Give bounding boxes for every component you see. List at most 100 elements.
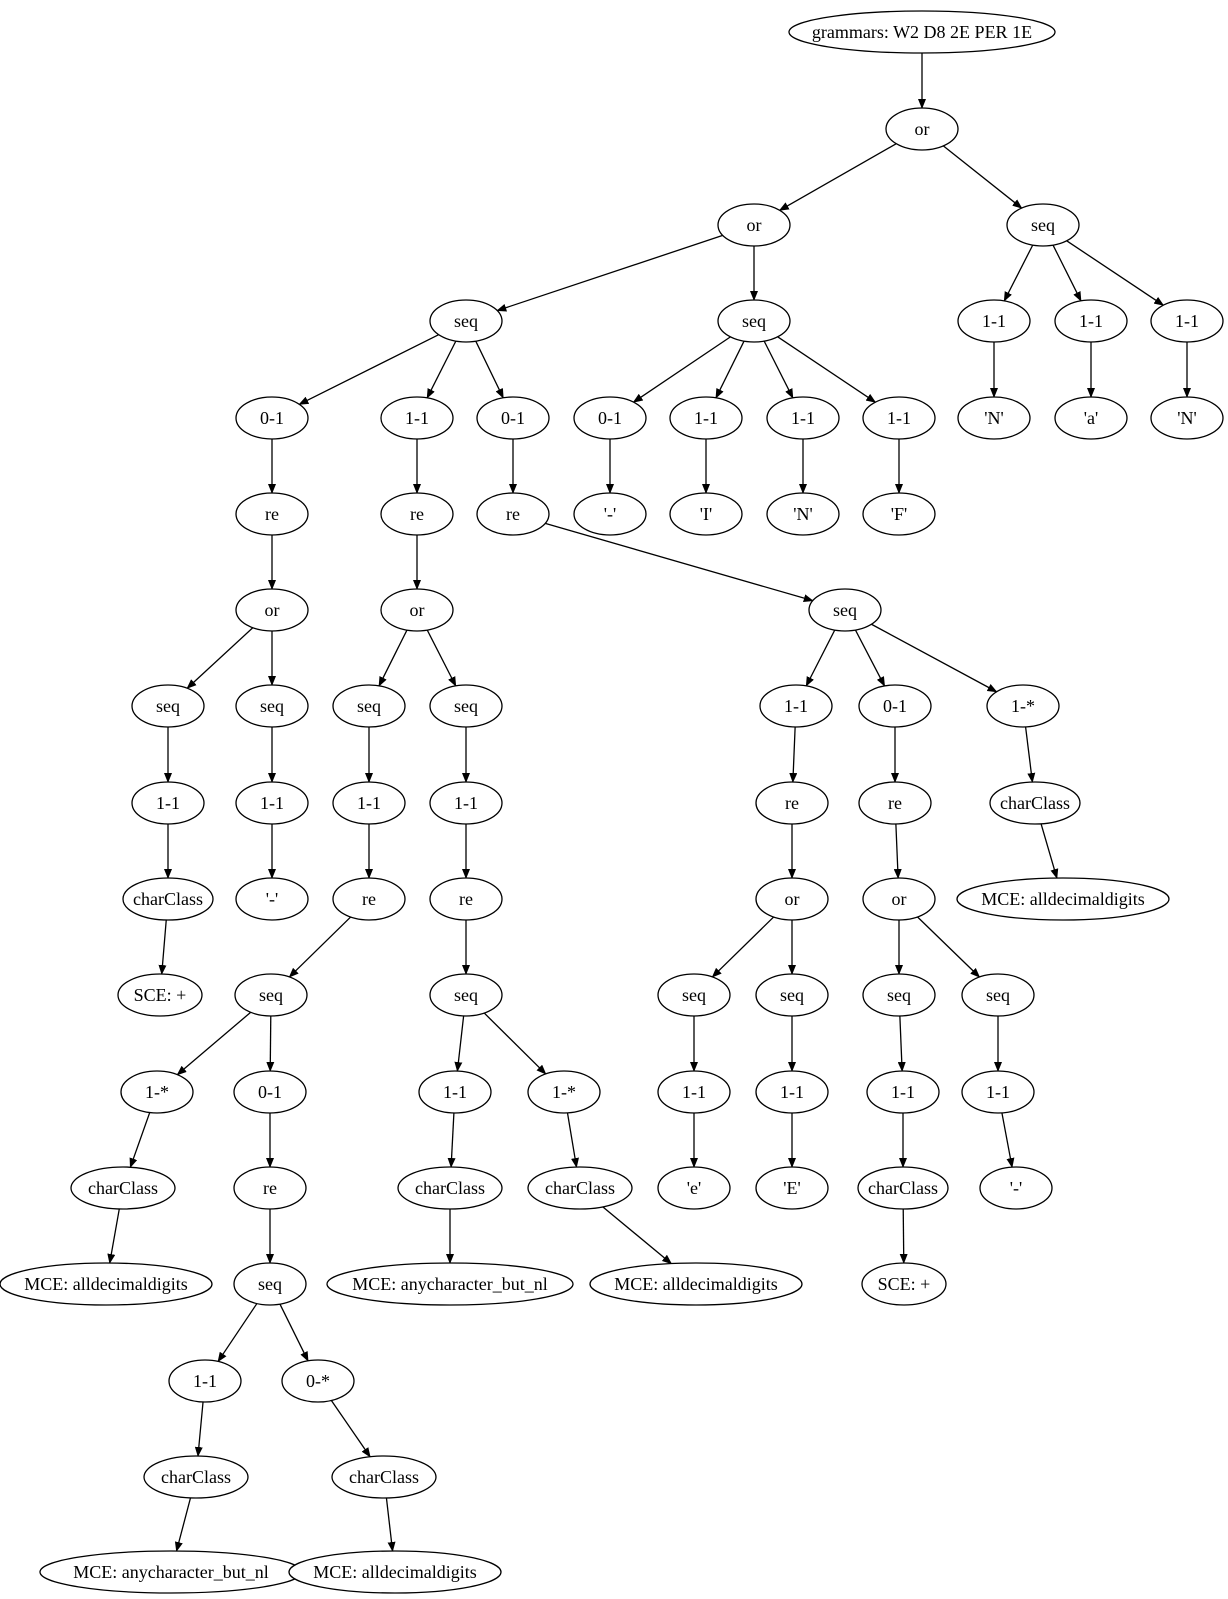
node-ellipse xyxy=(669,396,743,440)
tree-node-n34: seq xyxy=(332,684,406,728)
node-ellipse xyxy=(332,877,406,921)
edge-arrow xyxy=(1003,244,1034,302)
node-ellipse xyxy=(380,492,454,536)
edge-arrow xyxy=(632,336,731,403)
node-label: seq xyxy=(887,985,911,1005)
tree-node-n61: seq xyxy=(808,588,882,632)
tree-node-n18: 1-1 xyxy=(862,396,936,440)
tree-node-n13: 1-1 xyxy=(380,396,454,440)
edge-arrow xyxy=(475,340,504,399)
edge-n38-n40 xyxy=(288,916,352,978)
edge-n41-n55 xyxy=(483,1012,547,1075)
node-label: 0-* xyxy=(306,1371,330,1391)
tree-node-n70: or xyxy=(862,877,936,921)
edge-arrow xyxy=(158,919,167,976)
node-ellipse xyxy=(233,1262,307,1306)
node-label: MCE: alldecimaldigits xyxy=(313,1562,476,1582)
node-ellipse xyxy=(858,684,932,728)
node-ellipse xyxy=(380,396,454,440)
edge-n41-n54 xyxy=(454,1015,465,1073)
node-label: re xyxy=(506,504,520,524)
edge-arrow xyxy=(107,1208,120,1264)
node-ellipse xyxy=(717,299,791,343)
node-label: charClass xyxy=(133,889,203,909)
tree-node-n49: 0-* xyxy=(281,1359,355,1403)
node-ellipse xyxy=(1006,203,1080,247)
node-ellipse xyxy=(957,299,1031,343)
tree-node-n76: 1-1 xyxy=(755,1070,829,1114)
tree-node-n54: 1-1 xyxy=(418,1070,492,1114)
node-label: '-' xyxy=(266,889,278,909)
node-ellipse xyxy=(755,781,829,825)
edge-arrow xyxy=(186,627,254,689)
node-label: seq xyxy=(258,1274,282,1294)
edge-arrow xyxy=(266,1015,275,1073)
node-ellipse xyxy=(288,1550,502,1594)
node-ellipse xyxy=(862,492,936,536)
edge-arrow xyxy=(1024,726,1036,784)
edge-arrow xyxy=(893,823,902,880)
node-ellipse xyxy=(429,684,503,728)
edge-arrow xyxy=(385,1497,396,1552)
node-ellipse xyxy=(858,781,932,825)
tree-node-n7: 'N' xyxy=(957,396,1031,440)
node-ellipse xyxy=(788,10,1056,54)
node-ellipse xyxy=(281,1359,355,1403)
tree-node-n29: charClass xyxy=(122,877,214,921)
node-label: 1-1 xyxy=(156,793,180,813)
node-label: or xyxy=(892,889,907,909)
tree-node-n83: SCE: + xyxy=(861,1262,947,1306)
tree-node-n55: 1-* xyxy=(527,1070,601,1114)
node-ellipse xyxy=(326,1262,574,1306)
edge-n2-n10 xyxy=(496,234,723,312)
node-ellipse xyxy=(476,492,550,536)
edge-n54-n56 xyxy=(447,1112,456,1169)
node-ellipse xyxy=(527,1070,601,1114)
tree-node-n67: charClass xyxy=(989,781,1081,825)
tree-node-n3: seq xyxy=(1006,203,1080,247)
node-ellipse xyxy=(766,492,840,536)
edge-arrow xyxy=(763,340,794,399)
node-ellipse xyxy=(476,396,550,440)
edge-arrow xyxy=(545,522,814,603)
node-ellipse xyxy=(657,1070,731,1114)
edge-n29-n31 xyxy=(158,919,167,976)
node-ellipse xyxy=(862,973,936,1017)
edge-n3-n6 xyxy=(1066,240,1165,306)
edge-n42-n44 xyxy=(129,1112,151,1169)
tree-node-n57: charClass xyxy=(527,1166,633,1210)
edge-arrow xyxy=(483,1012,547,1075)
tree-node-n5: 1-1 xyxy=(1054,299,1128,343)
tree-node-n14: 0-1 xyxy=(476,396,550,440)
tree-node-n2: or xyxy=(717,203,791,247)
node-ellipse xyxy=(380,588,454,632)
tree-node-n62: 1-1 xyxy=(759,684,833,728)
node-label: MCE: alldecimaldigits xyxy=(981,889,1144,909)
node-ellipse xyxy=(956,877,1170,921)
node-label: seq xyxy=(156,696,180,716)
node-label: re xyxy=(785,793,799,813)
node-ellipse xyxy=(429,781,503,825)
edge-arrow xyxy=(426,340,457,399)
edge-arrow xyxy=(942,145,1023,209)
tree-node-n26: seq xyxy=(235,684,309,728)
edge-arrow xyxy=(777,336,877,403)
edge-n10-n13 xyxy=(426,340,457,399)
tree-node-n6: 1-1 xyxy=(1150,299,1224,343)
edge-n10-n14 xyxy=(475,340,504,399)
node-label: '-' xyxy=(1010,1178,1022,1198)
node-ellipse xyxy=(669,492,743,536)
node-label: 1-* xyxy=(552,1082,576,1102)
node-label: 1-* xyxy=(145,1082,169,1102)
edge-n78-n82 xyxy=(1001,1112,1015,1169)
edge-arrow xyxy=(899,1208,908,1265)
tree-node-n25: seq xyxy=(131,684,205,728)
edge-arrow xyxy=(194,1401,204,1458)
node-label: 1-1 xyxy=(357,793,381,813)
tree-node-n32: re xyxy=(380,492,454,536)
edge-n3-n5 xyxy=(1052,244,1082,302)
edge-n67-n68 xyxy=(1040,823,1059,879)
node-ellipse xyxy=(759,684,833,728)
node-label: seq xyxy=(357,696,381,716)
node-ellipse xyxy=(857,1166,949,1210)
